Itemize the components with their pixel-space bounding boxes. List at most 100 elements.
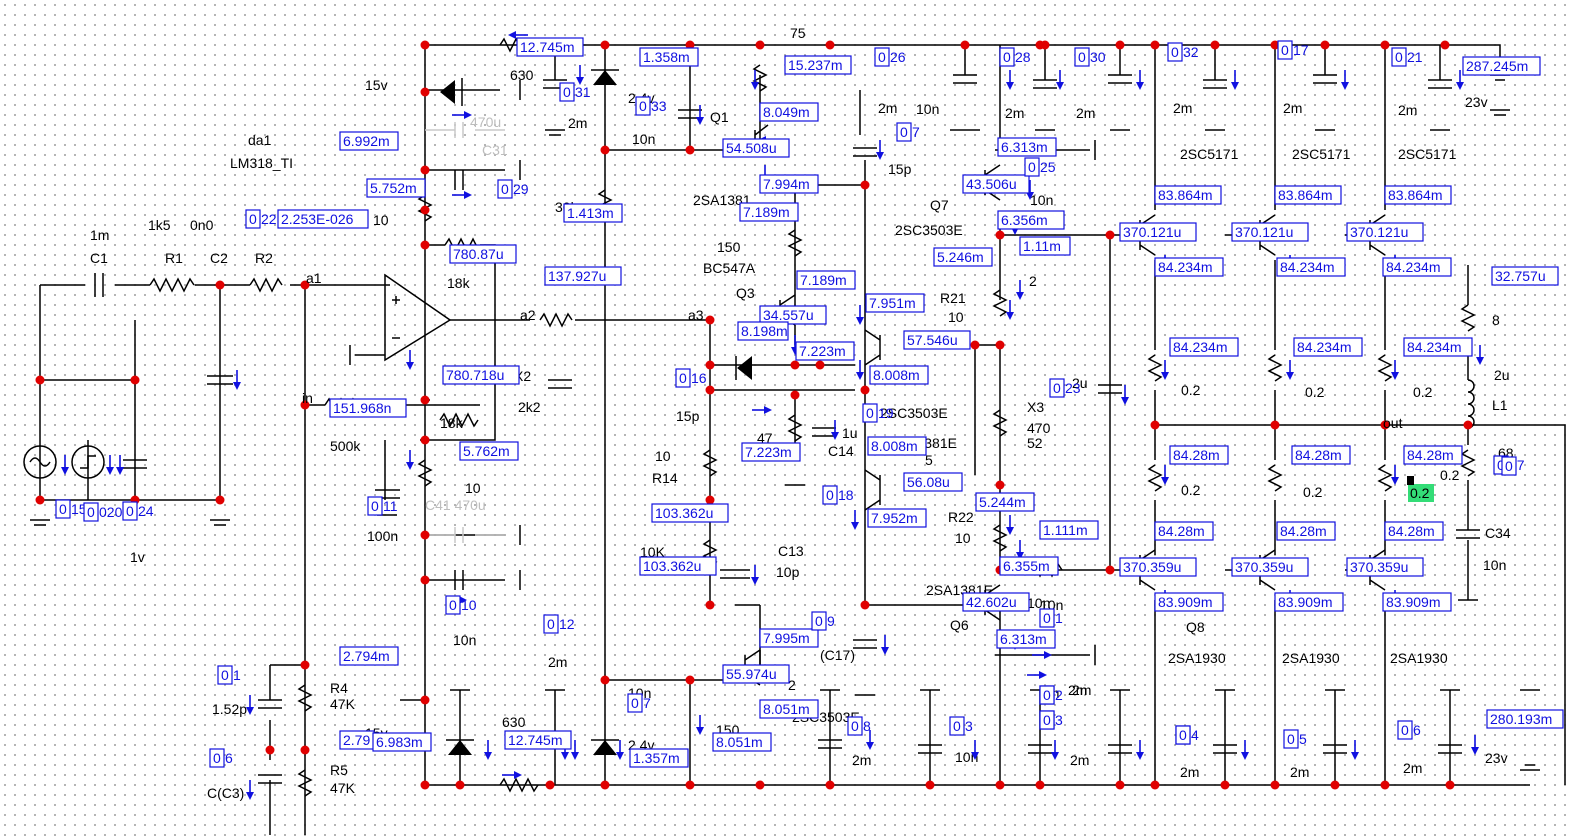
- probe-readouts[interactable]: 12.745m 1.358m 15.237m 287.245m 8.049m 6.992m…: [55, 37, 1564, 768]
- probe-p31[interactable]: 7.951m: [865, 293, 925, 313]
- probe-p59[interactable]: 370.359u: [1231, 557, 1309, 577]
- probe-p63[interactable]: 83.909m: [1274, 592, 1344, 612]
- probe-p44[interactable]: 5.762m: [459, 441, 519, 461]
- probe-p54[interactable]: 84.28m: [1276, 521, 1336, 541]
- ref-marker-r39[interactable]: 0: [1175, 725, 1191, 745]
- probe-p21[interactable]: 370.121u: [1346, 222, 1424, 242]
- probe-p16[interactable]: 2.253E-026: [277, 209, 369, 229]
- probe-p57[interactable]: 6.355m: [999, 556, 1059, 576]
- probe-p26[interactable]: 84.234m: [1276, 257, 1346, 277]
- probe-p74[interactable]: 280.193m: [1486, 709, 1564, 729]
- probe-p41[interactable]: 151.968n: [329, 398, 407, 418]
- probe-p56[interactable]: 103.362u: [639, 556, 717, 576]
- probe-p8[interactable]: 6.313m: [997, 137, 1057, 157]
- probe-p1[interactable]: 12.745m: [516, 37, 584, 57]
- probe-p73[interactable]: 8.051m: [712, 732, 772, 752]
- probe-p42[interactable]: 7.223m: [741, 442, 801, 462]
- probe-p61[interactable]: 42.602u: [962, 592, 1030, 612]
- probe-p29[interactable]: 7.189m: [796, 270, 856, 290]
- probe-p25[interactable]: 84.234m: [1154, 257, 1224, 277]
- probe-p11[interactable]: 43.506u: [962, 174, 1030, 194]
- probe-p32[interactable]: 34.557u: [759, 305, 827, 325]
- probe-p20[interactable]: 370.121u: [1231, 222, 1309, 242]
- probe-p62[interactable]: 83.909m: [1154, 592, 1224, 612]
- probe-p65[interactable]: 6.313m: [996, 629, 1056, 649]
- probe-p70[interactable]: 12.745m: [504, 730, 572, 750]
- probe-p30[interactable]: 32.757u: [1491, 266, 1559, 286]
- probe-p22[interactable]: 780.87u: [449, 244, 517, 264]
- probe-p2[interactable]: 1.358m: [639, 47, 699, 67]
- ref-marker-r37[interactable]: 0: [1039, 685, 1055, 705]
- probe-p34[interactable]: 57.546u: [903, 330, 971, 350]
- probe-p38[interactable]: 84.234m: [1403, 337, 1473, 357]
- probe-p64[interactable]: 83.909m: [1382, 592, 1452, 612]
- selected-probe[interactable]: 0.2: [1407, 476, 1434, 502]
- probe-p66[interactable]: 2.794m: [339, 646, 399, 666]
- probe-p23[interactable]: 1.11m: [1019, 236, 1071, 256]
- probe-p18[interactable]: 6.356m: [997, 210, 1065, 230]
- probe-p7[interactable]: 54.508u: [722, 138, 790, 158]
- probe-p46[interactable]: 84.28m: [1291, 445, 1351, 465]
- probe-p40[interactable]: 8.008m: [869, 365, 929, 385]
- probe-p49[interactable]: 5.244m: [975, 492, 1035, 512]
- probe-p50[interactable]: 7.952m: [867, 508, 927, 528]
- probe-p12[interactable]: 83.864m: [1384, 185, 1452, 205]
- probe-p9[interactable]: 5.752m: [366, 178, 426, 198]
- probe-p33[interactable]: 8.198m: [737, 321, 789, 341]
- probe-p37[interactable]: 84.234m: [1293, 337, 1363, 357]
- probe-p75[interactable]: 1.357m: [629, 748, 689, 768]
- probe-p55[interactable]: 84.28m: [1384, 521, 1444, 541]
- probe-p3[interactable]: 15.237m: [784, 55, 852, 75]
- probe-p60[interactable]: 370.359u: [1346, 557, 1424, 577]
- ref-marker-r36[interactable]: 0: [1501, 456, 1517, 476]
- probe-p67[interactable]: 7.995m: [759, 628, 819, 648]
- probe-p53[interactable]: 84.28m: [1154, 521, 1214, 541]
- probe-p43[interactable]: 8.008m: [867, 436, 927, 456]
- probe-p14[interactable]: 83.864m: [1274, 185, 1342, 205]
- probe-p71[interactable]: 2.79: [339, 730, 375, 750]
- probe-p69[interactable]: 8.051m: [759, 699, 819, 719]
- probe-p6[interactable]: 6.992m: [339, 131, 399, 151]
- probe-p51[interactable]: 103.362u: [651, 503, 729, 523]
- probe-p10[interactable]: 7.994m: [759, 174, 819, 194]
- ref-marker-r38[interactable]: 0: [1039, 710, 1055, 730]
- probe-p28[interactable]: 137.927u: [544, 266, 622, 286]
- probe-p17[interactable]: 7.189m: [739, 202, 799, 222]
- probe-p5[interactable]: 8.049m: [759, 102, 819, 122]
- probe-p15[interactable]: 1.413m: [563, 203, 623, 223]
- probe-p45[interactable]: 84.28m: [1169, 445, 1229, 465]
- probe-p72[interactable]: 6.983m: [372, 732, 432, 752]
- probe-p39[interactable]: 780.718u: [442, 365, 520, 385]
- probe-p19[interactable]: 370.121u: [1119, 222, 1197, 242]
- probe-p47[interactable]: 84.28m: [1403, 445, 1463, 465]
- probe-p4[interactable]: 287.245m: [1462, 56, 1541, 76]
